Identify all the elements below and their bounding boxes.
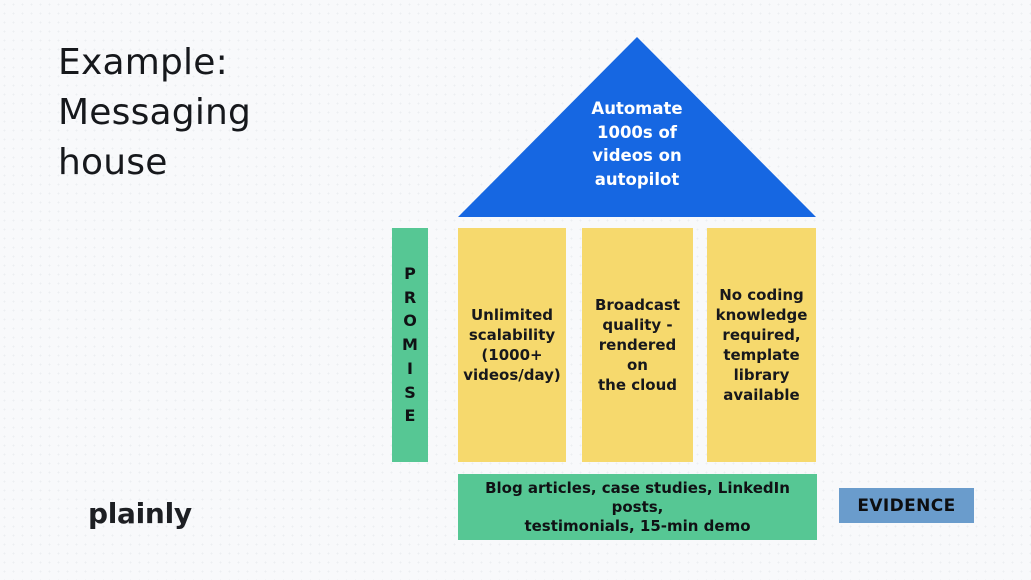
pillar-no-coding: No coding knowledge required, template l… bbox=[707, 228, 816, 462]
promise-letter: R bbox=[403, 287, 417, 307]
promise-letter: O bbox=[403, 311, 417, 331]
pillar-broadcast-quality: Broadcast quality - rendered on the clou… bbox=[582, 228, 693, 462]
roof-message-line: autopilot bbox=[594, 169, 680, 189]
pillar-text-line: scalability bbox=[468, 326, 556, 344]
promise-label-bar: P R O M I S E bbox=[392, 228, 428, 462]
evidence-tag-label: EVIDENCE bbox=[857, 495, 956, 516]
roof-message-line: Automate bbox=[591, 99, 683, 118]
roof-message-line: 1000s of bbox=[596, 122, 677, 142]
promise-letter: I bbox=[407, 358, 413, 378]
pillar-text-line: library bbox=[733, 366, 790, 384]
pillar-text-line: rendered on bbox=[598, 336, 677, 374]
pillar-text-line: No coding bbox=[719, 286, 804, 304]
house-roof-message: Automate 1000s of videos on autopilot bbox=[458, 97, 816, 191]
page-title-line: Example: bbox=[58, 42, 228, 83]
pillar-text-line: Unlimited bbox=[471, 306, 553, 324]
foundation-text-line: testimonials, 15-min demo bbox=[524, 516, 751, 535]
pillar-text-line: template bbox=[723, 346, 800, 364]
promise-letter: P bbox=[404, 263, 416, 283]
pillar-text-line: knowledge bbox=[715, 306, 808, 324]
pillar-text-line: required, bbox=[722, 326, 801, 344]
pillar-text-line: quality - bbox=[602, 316, 673, 334]
house-roof-triangle bbox=[458, 37, 816, 217]
pillar-text-line: videos/day) bbox=[463, 366, 561, 384]
page-title: Example: Messaging house bbox=[58, 38, 251, 188]
pillar-text-line: available bbox=[723, 386, 800, 404]
roof-message-line: videos on bbox=[592, 146, 682, 165]
evidence-tag: EVIDENCE bbox=[839, 488, 974, 523]
plainly-logo-text: plainly bbox=[88, 497, 192, 530]
pillar-text-line: Broadcast bbox=[594, 296, 681, 314]
pillar-unlimited-scalability: Unlimited scalability (1000+ videos/day) bbox=[458, 228, 566, 462]
pillar-text-line: the cloud bbox=[598, 376, 677, 394]
promise-letter: E bbox=[404, 406, 416, 426]
foundation-text-line: Blog articles, case studies, LinkedIn po… bbox=[485, 478, 790, 516]
page-title-line: Messaging bbox=[58, 92, 252, 133]
pillar-text-line: (1000+ bbox=[481, 346, 543, 364]
promise-letter: M bbox=[402, 335, 418, 355]
promise-letter: S bbox=[404, 382, 416, 402]
plainly-logo: plainly bbox=[88, 497, 192, 530]
page-title-line: house bbox=[58, 142, 168, 183]
evidence-foundation-bar: Blog articles, case studies, LinkedIn po… bbox=[458, 474, 817, 540]
